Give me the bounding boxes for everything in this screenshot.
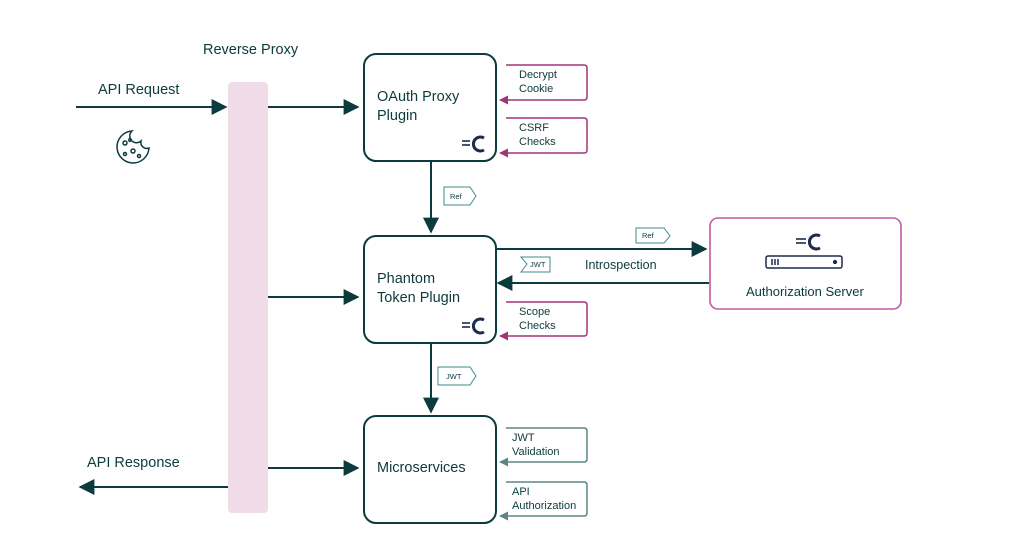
jwt-validation-line1: JWT	[512, 432, 535, 444]
microservices-box	[363, 415, 497, 524]
reverse-proxy-label: Reverse Proxy	[203, 42, 299, 58]
authorization-server-box	[709, 217, 902, 310]
ref-token-label: Ref	[642, 231, 654, 240]
ref-token-tag	[443, 186, 477, 206]
curity-logo-icon	[462, 317, 485, 335]
decrypt-line1: Decrypt	[519, 69, 557, 81]
api-response-label: API Response	[87, 455, 180, 471]
api-authorization-label: API Authorization	[512, 485, 576, 513]
microservices-title: Microservices	[377, 460, 466, 476]
jwt-validation-bracket	[499, 427, 588, 467]
ref-token-label: Ref	[450, 192, 462, 201]
curity-logo-icon	[462, 135, 485, 153]
server-icon	[765, 255, 843, 269]
csrf-line2: Checks	[519, 136, 556, 148]
jwt-token-label: JWT	[446, 372, 462, 381]
decrypt-cookie-bracket	[499, 64, 588, 105]
jwt-validation-label: JWT Validation	[512, 431, 560, 459]
csrf-checks-bracket	[499, 117, 588, 158]
api-authorization-bracket	[499, 481, 588, 521]
csrf-line1: CSRF	[519, 122, 549, 134]
phantom-token-plugin-title: Phantom Token Plugin	[377, 270, 460, 308]
introspection-label: Introspection	[585, 258, 657, 272]
cookie-icon	[116, 130, 150, 164]
phantom-title-line2: Token Plugin	[377, 290, 461, 306]
jwt-validation-line2: Validation	[512, 446, 560, 458]
scope-checks-label: Scope Checks	[519, 305, 556, 333]
oauth-proxy-plugin-title: OAuth Proxy Plugin	[377, 88, 459, 126]
jwt-token-tag	[519, 256, 551, 273]
oauth-proxy-title-line2: Plugin	[377, 108, 418, 124]
decrypt-line2: Cookie	[519, 83, 554, 95]
reverse-proxy-bar	[228, 82, 268, 513]
csrf-checks-label: CSRF Checks	[519, 121, 556, 149]
ref-token-tag	[635, 227, 671, 244]
authorization-server-title: Authorization Server	[746, 284, 864, 299]
scope-line1: Scope	[519, 306, 551, 318]
scope-checks-bracket	[499, 301, 588, 341]
oauth-proxy-plugin-box	[363, 53, 497, 162]
jwt-token-label: JWT	[530, 260, 546, 269]
curity-logo-icon	[796, 233, 821, 251]
decrypt-cookie-label: Decrypt Cookie	[519, 68, 557, 96]
api-authz-line2: Authorization	[512, 500, 577, 512]
api-request-label: API Request	[98, 82, 180, 98]
phantom-token-plugin-box	[363, 235, 497, 344]
api-authz-line1: API	[512, 486, 530, 498]
scope-line2: Checks	[519, 320, 556, 332]
jwt-token-tag	[437, 366, 477, 386]
oauth-proxy-title-line1: OAuth Proxy	[377, 89, 460, 105]
phantom-title-line1: Phantom	[377, 271, 436, 287]
